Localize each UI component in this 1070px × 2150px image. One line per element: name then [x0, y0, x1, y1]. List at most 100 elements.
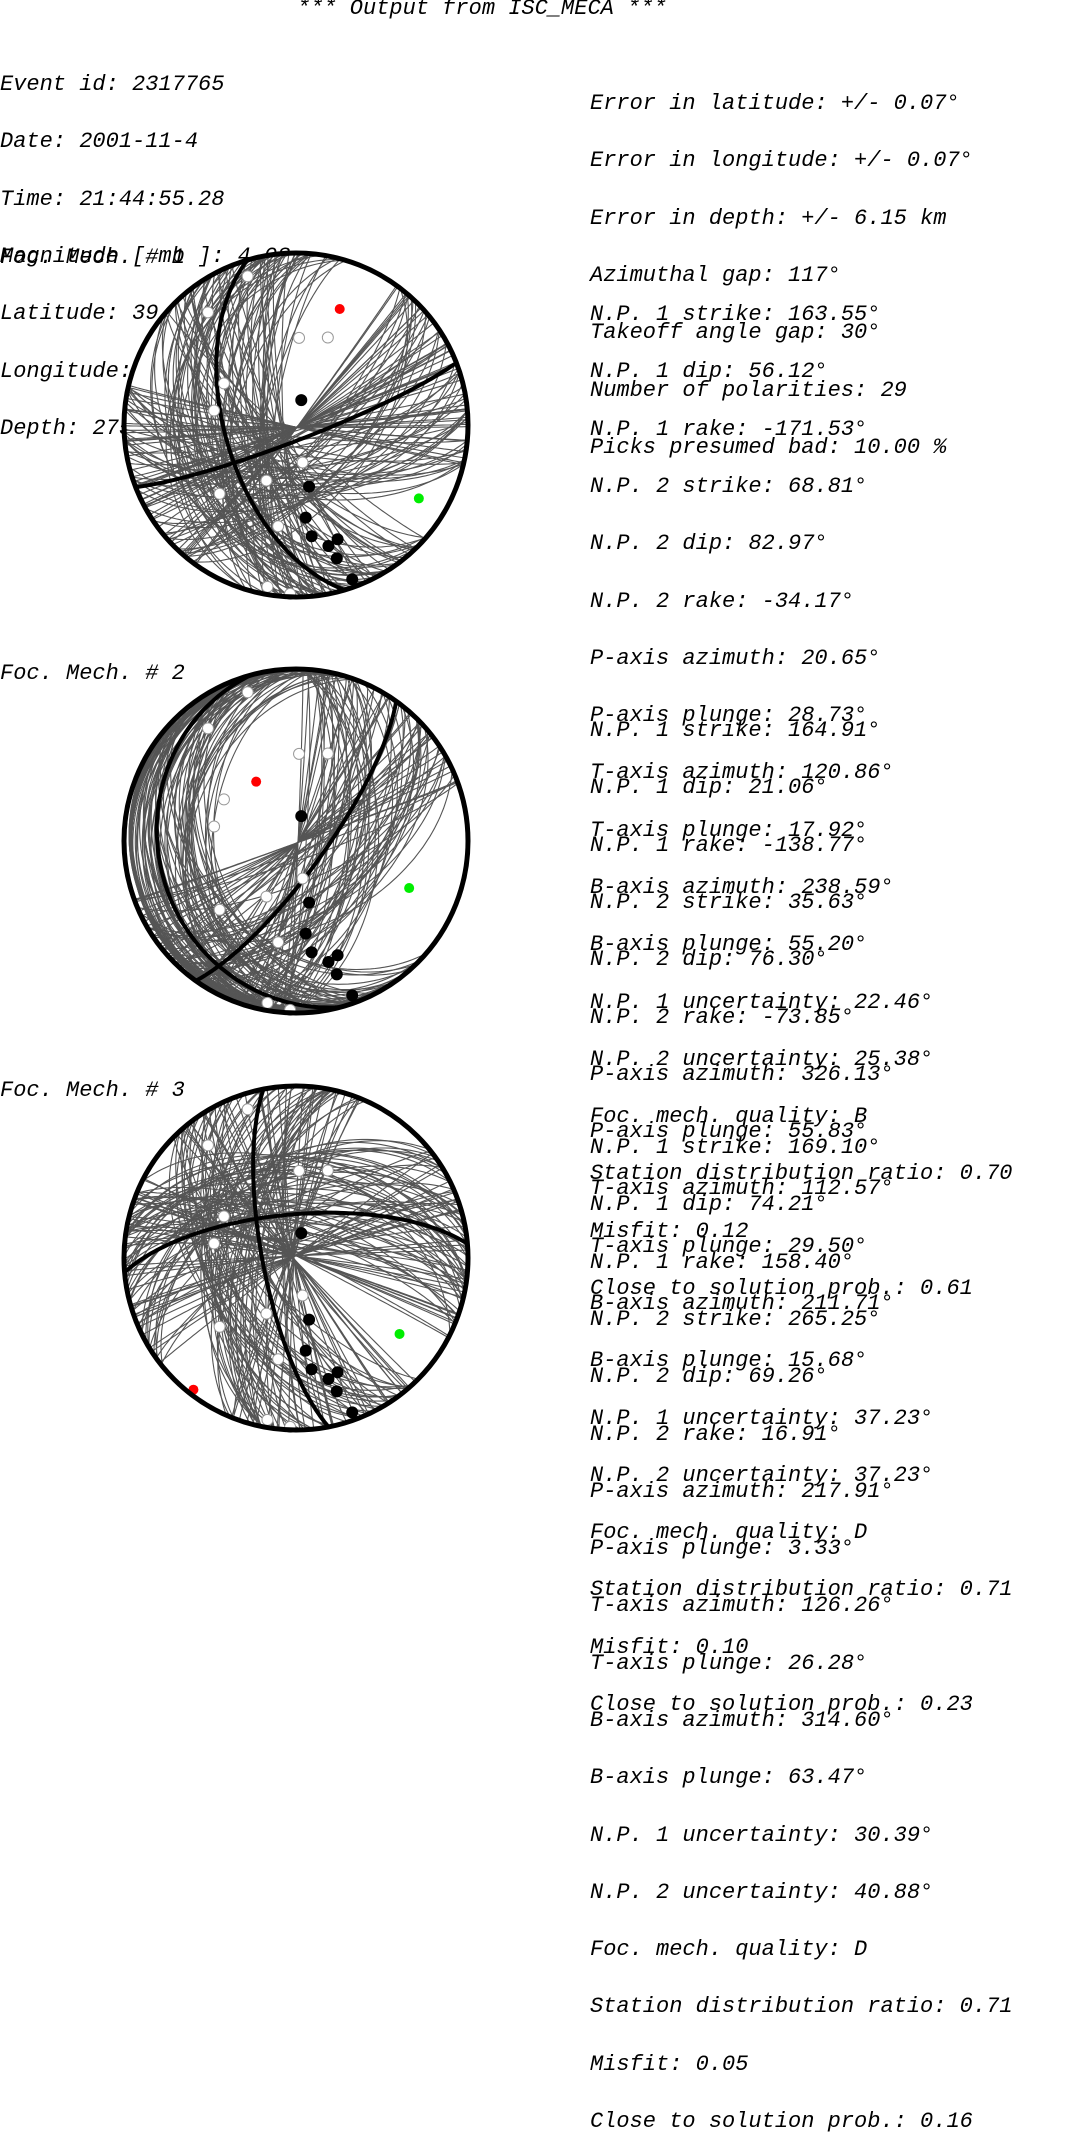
focal-sphere-background — [124, 1086, 468, 1430]
uncertainty-plane-line — [259, 253, 301, 597]
uncertainty-plane-line — [179, 298, 414, 552]
np1-strike: N.P. 1 strike: 164.91° — [590, 718, 881, 744]
mechanism-3-label: Foc. Mech. # 3 — [0, 1078, 185, 1103]
b-axis-azimuth: B-axis azimuth: 238.59° — [590, 875, 894, 900]
dilatation-polarity — [241, 270, 254, 283]
compression-polarity — [322, 540, 335, 553]
np2-strike: N.P. 2 strike: 265.25° — [590, 1307, 881, 1333]
compression-polarity — [303, 1313, 316, 1326]
t-axis-plunge: T-axis plunge: 29.50° — [590, 1233, 868, 1259]
np1-strike: N.P. 1 strike: 169.10° — [590, 1135, 881, 1161]
event-id: Event id: 2317765 — [0, 72, 225, 98]
station-distribution-ratio: Station distribution ratio: 0.70 — [590, 1161, 1013, 1187]
b-axis-plunge: B-axis plunge: 55.20° — [590, 932, 868, 958]
beachball-2 — [121, 666, 471, 1016]
dilatation-polarity — [201, 306, 214, 319]
np2-uncertainty: N.P. 2 uncertainty: 40.88° — [590, 1879, 934, 1905]
uncertainty-plane-line — [133, 368, 460, 487]
uncertainty-plane-line — [124, 410, 468, 500]
uncertainty-plane-line — [213, 669, 304, 1013]
dilatation-polarity — [296, 456, 309, 469]
uncertainty-plane-line — [124, 1160, 468, 1272]
uncertainty-plane-line — [190, 669, 305, 1013]
compression-polarity — [331, 533, 344, 546]
dilatation-polarity — [201, 1139, 214, 1152]
compression-polarity — [303, 896, 316, 909]
dilatation-polarity — [260, 474, 273, 487]
uncertainty-plane-line — [126, 390, 465, 501]
p-axis-plunge: P-axis plunge: 3.33° — [590, 1536, 855, 1562]
b-axis-plunge: B-axis plunge: 63.47° — [590, 1765, 868, 1791]
dilatation-polarity — [208, 820, 221, 833]
dilatation-polarity — [261, 996, 274, 1009]
uncertainty-plane-line — [124, 415, 468, 487]
uncertainty-plane-line — [145, 1147, 447, 1343]
uncertainty-plane-line — [166, 717, 417, 973]
t-axis-plunge: T-axis plunge: 26.28° — [590, 1650, 868, 1676]
uncertainty-plane-line — [183, 1127, 409, 1389]
uncertainty-plane-line — [129, 1154, 463, 1304]
np1-dip: N.P. 1 dip: 21.06° — [590, 775, 828, 801]
compression-polarity — [299, 511, 312, 524]
uncertainty-plane-line — [243, 676, 394, 1006]
uncertainty-plane-line — [124, 1199, 468, 1266]
dilatation-polarity — [272, 1353, 285, 1366]
uncertainty-plane-line — [217, 687, 375, 995]
polarity-count: Number of polarities: 29 — [590, 377, 907, 403]
uncertainty-plane-line — [187, 707, 406, 976]
uncertainty-plane-line — [206, 254, 324, 596]
np2-rake: N.P. 2 rake: -73.85° — [590, 1004, 855, 1030]
location-errors: Error in latitude: +/- 0.07° Error in lo… — [590, 56, 973, 476]
uncertainty-plane-line — [147, 1141, 444, 1347]
np2-uncertainty: N.P. 2 uncertainty: 25.38° — [590, 1046, 934, 1072]
uncertainty-plane-line — [227, 265, 361, 586]
uncertainty-plane-line — [233, 1097, 359, 1419]
np2-rake: N.P. 2 rake: -34.17° — [590, 588, 855, 614]
t-axis-marker — [413, 493, 424, 504]
compression-polarity — [346, 573, 359, 586]
uncertainty-planes — [124, 253, 468, 597]
dilatation-polarity — [321, 331, 334, 344]
uncertainty-plane-line — [210, 669, 314, 1013]
uncertainty-plane-line — [288, 669, 304, 1013]
uncertainty-plane-line — [160, 734, 432, 948]
dilatation-polarity — [241, 686, 254, 699]
compression-polarity — [322, 956, 335, 969]
uncertainty-plane-line — [188, 671, 331, 1011]
compression-polarity — [299, 1344, 312, 1357]
azimuthal-gap: Azimuthal gap: 117° — [590, 263, 841, 289]
uncertainty-plane-line — [163, 314, 429, 536]
dilatation-polarity — [293, 1164, 306, 1177]
compression-polarity — [303, 480, 316, 493]
uncertainty-plane-line — [162, 316, 431, 534]
uncertainty-plane-line — [161, 312, 427, 548]
uncertainty-plane-line — [266, 1087, 319, 1429]
focal-sphere-outline — [121, 666, 471, 1016]
bad-picks: Picks presumed bad: 10.00 % — [590, 434, 947, 460]
uncertainty-plane-line — [223, 253, 303, 597]
misfit: Misfit: 0.12 — [590, 1218, 749, 1244]
uncertainty-plane-line — [124, 410, 468, 480]
compression-polarity — [346, 989, 359, 1002]
uncertainty-plane-line — [131, 669, 302, 1013]
compression-polarity — [346, 1406, 359, 1419]
uncertainty-plane-line — [142, 1179, 450, 1337]
solution-probability: Close to solution prob.: 0.16 — [590, 2108, 973, 2134]
p-axis-plunge: P-axis plunge: 55.83° — [590, 1119, 868, 1145]
mechanism-3-params: N.P. 1 strike: 169.10° N.P. 1 dip: 74.21… — [590, 1100, 1012, 2150]
uncertainty-plane-line — [283, 669, 336, 1013]
uncertainty-plane-line — [151, 300, 416, 571]
uncertainty-plane-line — [270, 670, 325, 1012]
uncertainty-plane-line — [128, 384, 464, 466]
dilatation-polarity — [321, 747, 334, 760]
uncertainty-plane-line — [183, 294, 409, 557]
nodal-plane-1 — [154, 673, 341, 1010]
uncertainty-plane-line — [203, 678, 355, 1004]
t-axis-plunge: T-axis plunge: 17.92° — [590, 817, 868, 843]
dilatation-polarity — [260, 890, 273, 903]
mechanism-1-params: N.P. 1 strike: 163.55° N.P. 1 dip: 56.12… — [590, 267, 1012, 1317]
uncertainty-plane-line — [205, 1088, 330, 1428]
np2-dip: N.P. 2 dip: 82.97° — [590, 531, 828, 557]
dilatation-polarity — [213, 487, 226, 500]
error-depth: Error in depth: +/- 6.15 km — [590, 205, 947, 231]
